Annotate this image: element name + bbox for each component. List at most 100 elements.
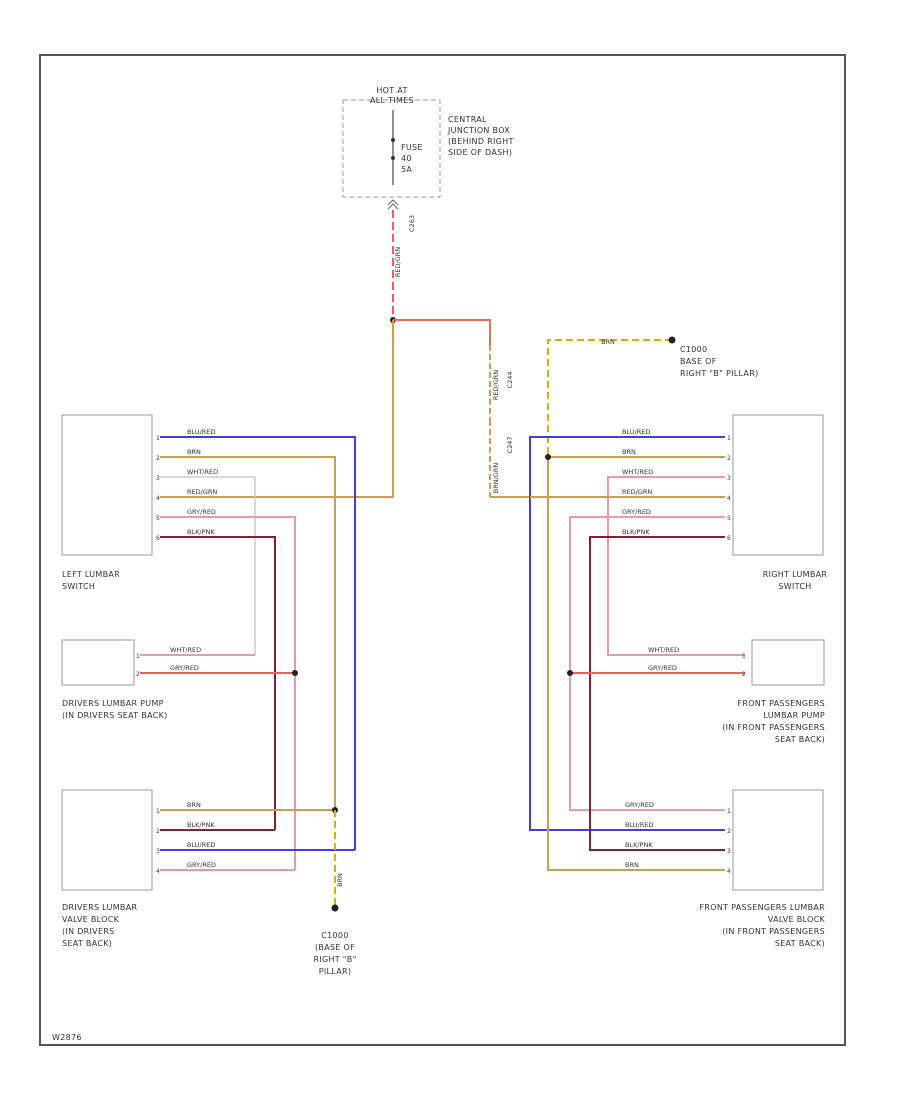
driver-pump-label-1: DRIVERS LUMBAR PUMP bbox=[62, 699, 164, 708]
pass-pump-label-4: SEAT BACK) bbox=[775, 735, 825, 744]
driver-valve-label-1: DRIVERS LUMBAR bbox=[62, 903, 137, 912]
left-wire-label-5: GRY/RED bbox=[187, 508, 216, 516]
left-switch-pins: 1 2 3 4 5 6 BLU/RED BRN WHT/RED RED/GRN … bbox=[156, 428, 218, 542]
right-lumbar-switch[interactable] bbox=[732, 414, 824, 556]
pass-pump-label-2: LUMBAR PUMP bbox=[763, 711, 825, 720]
left-pin-2: 2 bbox=[156, 455, 160, 462]
left-switch-label-2: SWITCH bbox=[62, 582, 95, 591]
pvalve-pin-4: 4 bbox=[727, 868, 731, 875]
fuse-label-2: 40 bbox=[401, 154, 412, 163]
left-pin-1: 1 bbox=[156, 435, 160, 442]
hot-label-1: HOT AT bbox=[376, 86, 407, 95]
front-passengers-lumbar-valve-block[interactable] bbox=[732, 789, 824, 891]
driver-valve-label-4: SEAT BACK) bbox=[62, 939, 112, 948]
left-wire-label-1: BLU/RED bbox=[187, 428, 215, 436]
right-switch-label-1: RIGHT LUMBAR bbox=[763, 570, 828, 579]
dvalve-pin-2: 2 bbox=[156, 828, 160, 835]
driver-pump-group: DRIVERS LUMBAR PUMP (IN DRIVERS SEAT BAC… bbox=[61, 639, 168, 720]
hot-label-2: ALL TIMES bbox=[370, 96, 414, 105]
pass-valve-label-1: FRONT PASSENGERS LUMBAR bbox=[699, 903, 825, 912]
diagram-frame bbox=[39, 54, 846, 1046]
junction-box-outline bbox=[342, 99, 441, 198]
right-switch-pins: 1 2 3 4 5 6 BLU/RED BRN WHT/RED RED/GRN … bbox=[622, 428, 731, 542]
right-switch-group: RIGHT LUMBAR SWITCH bbox=[732, 414, 828, 591]
feed-connector-label: C263 bbox=[408, 215, 416, 232]
ground-left-wire: BRN bbox=[336, 873, 344, 887]
right-wire-label-4: RED/GRN bbox=[622, 488, 652, 496]
splice-wire-label: BRN/GRN bbox=[492, 463, 500, 494]
connector-c247-label: C247 bbox=[506, 437, 514, 454]
pass-valve-label-3: (IN FRONT PASSENGERS bbox=[722, 927, 825, 936]
driver-valve-label-3: (IN DRIVERS bbox=[62, 927, 115, 936]
right-wire-label-6: BLK/PNK bbox=[622, 528, 650, 536]
dvalve-pin-1: 1 bbox=[156, 808, 160, 815]
power-section: HOT AT ALL TIMES CENTRAL JUNCTION BOX (B… bbox=[342, 86, 514, 323]
pvalve-wire-label-4: BRN bbox=[625, 861, 639, 869]
right-wire-label-3: WHT/RED bbox=[622, 468, 653, 476]
right-pin-1: 1 bbox=[727, 435, 731, 442]
ground-right-wire: BRN bbox=[601, 338, 615, 346]
right-switch-wires bbox=[529, 436, 745, 871]
driver-pump-label-2: (IN DRIVERS SEAT BACK) bbox=[62, 711, 168, 720]
right-pin-2: 2 bbox=[727, 455, 731, 462]
fuse-label-3: 5A bbox=[401, 165, 412, 174]
ppump-wire-label-1: WHT/RED bbox=[648, 646, 679, 654]
right-wire-label-5: GRY/RED bbox=[622, 508, 651, 516]
feed-distribution: RED/GRN C244 C247 BRN/GRN bbox=[160, 319, 530, 498]
pvalve-wire-label-2: BLU/RED bbox=[625, 821, 653, 829]
ground-left-line-1: (BASE OF bbox=[315, 943, 355, 952]
left-wire-label-6: BLK/PNK bbox=[187, 528, 215, 536]
fuse-label-1: FUSE bbox=[401, 143, 423, 152]
dpump-pin-2: 2 bbox=[136, 671, 140, 678]
ppump-pin-1: 1 bbox=[742, 653, 746, 660]
right-pin-3: 3 bbox=[727, 475, 731, 482]
junction-label-3: (BEHIND RIGHT bbox=[448, 137, 514, 146]
ground-left-id: C1000 bbox=[321, 931, 348, 940]
left-pin-4: 4 bbox=[156, 495, 160, 502]
right-pin-6: 6 bbox=[727, 535, 731, 542]
right-wire-label-2: BRN bbox=[622, 448, 636, 456]
left-switch-group: LEFT LUMBAR SWITCH bbox=[61, 414, 153, 591]
driver-valve-group: DRIVERS LUMBAR VALVE BLOCK (IN DRIVERS S… bbox=[61, 789, 153, 948]
left-lumbar-switch[interactable] bbox=[61, 414, 153, 556]
dvalve-wire-label-4: GRY/RED bbox=[187, 861, 216, 869]
dvalve-wire-label-1: BRN bbox=[187, 801, 201, 809]
feed-wire-label: RED/GRN bbox=[394, 247, 402, 277]
pvalve-pin-3: 3 bbox=[727, 848, 731, 855]
front-passengers-lumbar-pump[interactable] bbox=[751, 639, 825, 686]
drivers-lumbar-valve-block[interactable] bbox=[61, 789, 153, 891]
right-switch-label-2: SWITCH bbox=[778, 582, 811, 591]
ground-left-line-3: PILLAR) bbox=[319, 967, 352, 976]
left-wire-label-2: BRN bbox=[187, 448, 201, 456]
left-wire-label-4: RED/GRN bbox=[187, 488, 217, 496]
junction-label-2: JUNCTION BOX bbox=[447, 126, 510, 135]
wire-label-left-mid: RED/GRN bbox=[492, 370, 500, 400]
junction-label-1: CENTRAL bbox=[448, 115, 487, 124]
right-pin-5: 5 bbox=[727, 515, 731, 522]
left-switch-label-1: LEFT LUMBAR bbox=[62, 570, 120, 579]
left-pin-3: 3 bbox=[156, 475, 160, 482]
pvalve-pin-2: 2 bbox=[727, 828, 731, 835]
ground-right-id: C1000 bbox=[680, 345, 707, 354]
pass-pump-label-3: (IN FRONT PASSENGERS bbox=[722, 723, 825, 732]
ground-right-line-1: BASE OF bbox=[680, 357, 717, 366]
junction-label-4: SIDE OF DASH) bbox=[448, 148, 512, 157]
ground-left-line-2: RIGHT "B" bbox=[313, 955, 356, 964]
pvalve-pin-1: 1 bbox=[727, 808, 731, 815]
driver-valve-wires: 1 2 3 4 BRN BLK/PNK BLU/RED GRY/RED bbox=[156, 801, 355, 875]
ppump-wire-label-2: GRY/RED bbox=[648, 664, 677, 672]
pass-valve-label-4: SEAT BACK) bbox=[775, 939, 825, 948]
pass-pump-wires: 1 2 WHT/RED GRY/RED bbox=[567, 646, 746, 678]
dvalve-wire-label-3: BLU/RED bbox=[187, 841, 215, 849]
right-wire-label-1: BLU/RED bbox=[622, 428, 650, 436]
connector-c244-label: C244 bbox=[506, 372, 514, 389]
drivers-lumbar-pump[interactable] bbox=[61, 639, 135, 686]
driver-valve-label-2: VALVE BLOCK bbox=[62, 915, 120, 924]
dvalve-pin-3: 3 bbox=[156, 848, 160, 855]
pvalve-wire-label-3: BLK/PNK bbox=[625, 841, 653, 849]
left-pin-5: 5 bbox=[156, 515, 160, 522]
right-ground-top: BRN C1000 BASE OF RIGHT "B" PILLAR) bbox=[547, 336, 758, 520]
dvalve-pin-4: 4 bbox=[156, 868, 160, 875]
dpump-wire-label-2: GRY/RED bbox=[170, 664, 199, 672]
